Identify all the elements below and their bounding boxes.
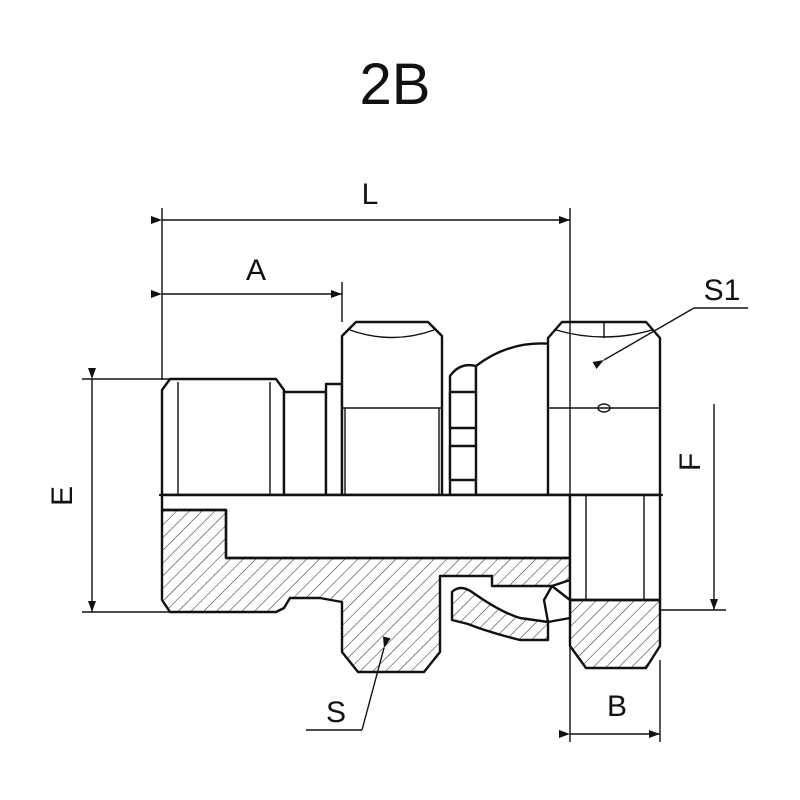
dim-A-label: A bbox=[246, 254, 266, 287]
dim-L-label: L bbox=[362, 178, 379, 211]
dim-E-label: E bbox=[46, 486, 79, 506]
dim-S1-leader bbox=[592, 307, 695, 369]
dim-F-label: F bbox=[674, 453, 707, 471]
dim-B-label: B bbox=[607, 690, 627, 723]
upper-external-view bbox=[160, 320, 662, 497]
drawing-title: 2B bbox=[360, 52, 431, 117]
dim-S-leader bbox=[361, 636, 391, 731]
dim-S-label: S bbox=[326, 696, 346, 729]
lower-section-view bbox=[160, 493, 662, 674]
dim-S1-label: S1 bbox=[704, 274, 741, 307]
